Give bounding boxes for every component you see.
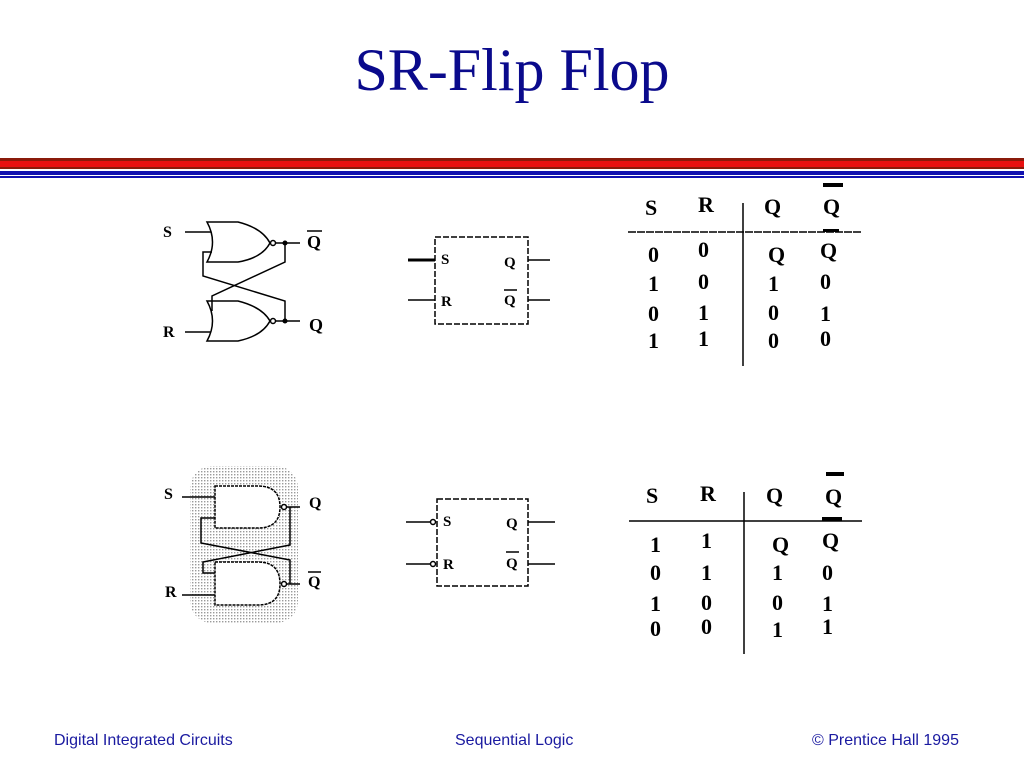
nor-header-q: Q: [764, 194, 781, 219]
nor-cell: Q: [820, 238, 837, 263]
nand-latch-r-label: R: [165, 584, 177, 601]
nand-table: S R Q Q 1 1 Q Q 0 1 1 0 1 0 0 1 0 0 1 1: [629, 472, 862, 654]
nor-gate-bottom: [205, 300, 271, 342]
nand-header-qbar: Q: [825, 484, 842, 509]
nand-symbol-s-label: S: [443, 514, 451, 530]
nor-symbol-r-label: R: [441, 294, 452, 310]
nand-cell: 1: [772, 560, 783, 585]
nand-cell: 1: [822, 614, 833, 639]
nor-latch-s-label: S: [163, 224, 172, 241]
nand-header-s: S: [646, 483, 658, 508]
nand-latch-qbar-label: Q: [308, 574, 320, 591]
nor-cell: 1: [768, 271, 779, 296]
nor-symbol: [408, 236, 550, 325]
nor-header-qbar: Q: [823, 194, 840, 219]
nand-bubble-top: [280, 503, 288, 511]
nand-cell: 1: [650, 532, 661, 557]
nand-cell: 0: [772, 590, 783, 615]
nor-symbol-s-label: S: [441, 252, 449, 268]
nand-table-qbar-overline: [826, 472, 844, 476]
nand-latch-s-label: S: [164, 486, 173, 503]
title-rule-dark: [0, 158, 1024, 161]
nor-header-r: R: [698, 192, 715, 217]
nor-cell: 0: [648, 242, 659, 267]
nor-table: S R Q Q 0 0 Q Q 1 0 1 0 0 1 0 1 1 1 0 0: [628, 183, 862, 366]
nand-symbol-q-label: Q: [506, 516, 518, 532]
nand-cell: 0: [701, 590, 712, 615]
title-rule-dark-2: [0, 167, 1024, 169]
nor-cell: Q: [768, 242, 785, 267]
nand-wire-cross-1: [202, 507, 291, 574]
nand-symbol-r-bubble: [429, 560, 437, 568]
nand-cell: 1: [822, 591, 833, 616]
nand-wire-cross-2: [200, 517, 291, 584]
title-rule-red: [0, 161, 1024, 167]
nor-cell: 1: [648, 328, 659, 353]
nor-latch-r-label: R: [163, 324, 175, 341]
nand-cell: 1: [650, 591, 661, 616]
nor-table-qbar-overline: [823, 183, 843, 187]
slide-title: SR-Flip Flop: [354, 37, 670, 103]
nand-gate-top: [214, 485, 281, 529]
nand-symbol-s-bubble: [429, 518, 437, 526]
wire-cross-1: [211, 243, 286, 311]
nand-cell: 1: [701, 528, 712, 553]
nand-symbol-qbar-label: Q: [506, 556, 518, 572]
nand-header-r: R: [700, 481, 717, 506]
nand-symbol-r-label: R: [443, 557, 454, 573]
nor-cell: 1: [648, 271, 659, 296]
nand-gate-bottom: [214, 561, 281, 606]
nand-latch: [182, 466, 300, 623]
nand-cell: 0: [650, 616, 661, 641]
nand-cell: 0: [822, 560, 833, 585]
nand-symbol-box: [436, 498, 529, 587]
nand-latch-q-label: Q: [309, 495, 321, 512]
nor-cell: 0: [820, 269, 831, 294]
nand-cell: Q: [772, 532, 789, 557]
nor-latch: [185, 221, 300, 342]
wire-cross-2: [202, 251, 286, 321]
nor-cell: 0: [820, 326, 831, 351]
nand-cell: 1: [772, 617, 783, 642]
nand-symbol: [406, 498, 555, 587]
nor-cell: 0: [698, 269, 709, 294]
nand-cell: 0: [701, 614, 712, 639]
nand-table-qbar-underline: [822, 517, 842, 521]
nand-cell: Q: [822, 528, 839, 553]
nor-cell: 0: [698, 237, 709, 262]
footer-center: Sequential Logic: [455, 732, 574, 749]
nor-cell: 0: [648, 301, 659, 326]
nand-bubble-bottom: [280, 580, 288, 588]
nor-cell: 1: [698, 326, 709, 351]
nor-cell: 0: [768, 300, 779, 325]
footer-right: © Prentice Hall 1995: [812, 732, 959, 749]
footer-left: Digital Integrated Circuits: [54, 732, 233, 749]
nor-latch-qbar-label: Q: [307, 232, 321, 252]
nor-bubble-bottom: [269, 317, 277, 325]
nor-bubble-top: [269, 239, 277, 247]
nor-latch-q-label: Q: [309, 315, 323, 335]
nor-cell: 1: [820, 301, 831, 326]
nor-symbol-qbar-label: Q: [504, 293, 516, 309]
nor-header-s: S: [645, 195, 657, 220]
nand-cell: 1: [701, 560, 712, 585]
nor-symbol-q-label: Q: [504, 255, 516, 271]
nor-gate-top: [205, 221, 271, 263]
nand-header-q: Q: [766, 483, 783, 508]
title-rule-blue: [0, 171, 1024, 175]
nor-cell: 0: [768, 328, 779, 353]
nor-table-row1-qbar-overline: [823, 229, 839, 232]
nand-cell: 0: [650, 560, 661, 585]
nor-cell: 1: [698, 300, 709, 325]
title-rule-blue-thin: [0, 176, 1024, 178]
nor-symbol-box: [434, 236, 529, 325]
